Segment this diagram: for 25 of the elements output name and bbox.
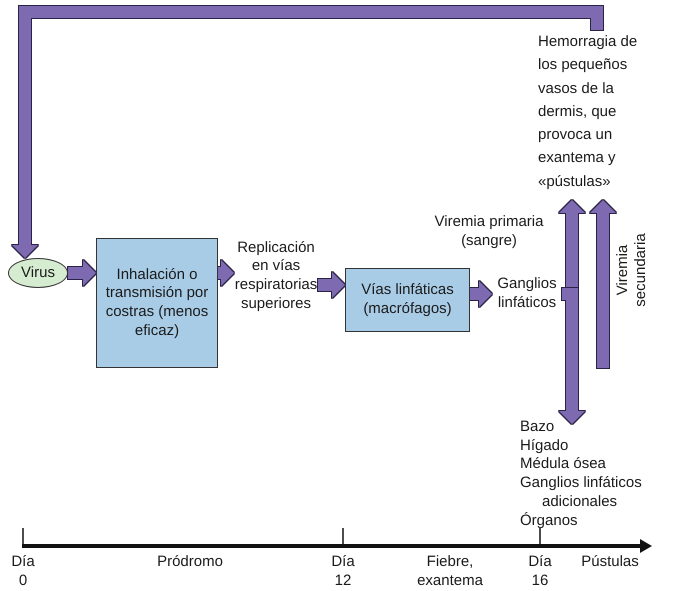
timeline-label: Día 12 <box>330 553 356 590</box>
timeline-label: Pródromo <box>156 553 224 572</box>
block-arrow <box>470 281 492 307</box>
timeline-label: Día 16 <box>527 553 553 590</box>
organ-label: Médula ósea <box>520 455 607 474</box>
organ-label: Bazo <box>520 418 556 436</box>
block-arrow <box>590 200 616 368</box>
block-arrow <box>12 6 603 258</box>
block-arrow <box>68 260 96 286</box>
organ-label: Hígado <box>520 436 570 456</box>
step-label: Ganglios linfáticos <box>496 275 558 313</box>
block-arrow <box>218 260 234 286</box>
process-box: Inhalación o transmisión por costras (menos eficaz) <box>96 238 218 368</box>
timeline-label: Pústulas <box>580 553 640 572</box>
edge-label: Viremia secundaria <box>614 232 650 309</box>
organ-label: Ganglios linfáticos adicionales <box>520 474 643 512</box>
virus-ellipse: Virus <box>8 258 68 288</box>
edge-label: Viremia primaria (sangre) <box>434 213 544 250</box>
organ-label: Órganos <box>520 512 579 530</box>
step-label: Replicación en vías respiratorias superiores <box>234 238 318 314</box>
step-label: Hemorragia de los pequeños vasos de la dermis, que provoca un exantema y «pústulas» <box>538 32 638 192</box>
block-arrow <box>318 272 345 298</box>
process-box: Vías linfáticas (macrófagos) <box>345 268 470 332</box>
timeline-label: Día 0 <box>10 553 36 590</box>
timeline-label: Fiebre, exantema <box>416 553 484 590</box>
